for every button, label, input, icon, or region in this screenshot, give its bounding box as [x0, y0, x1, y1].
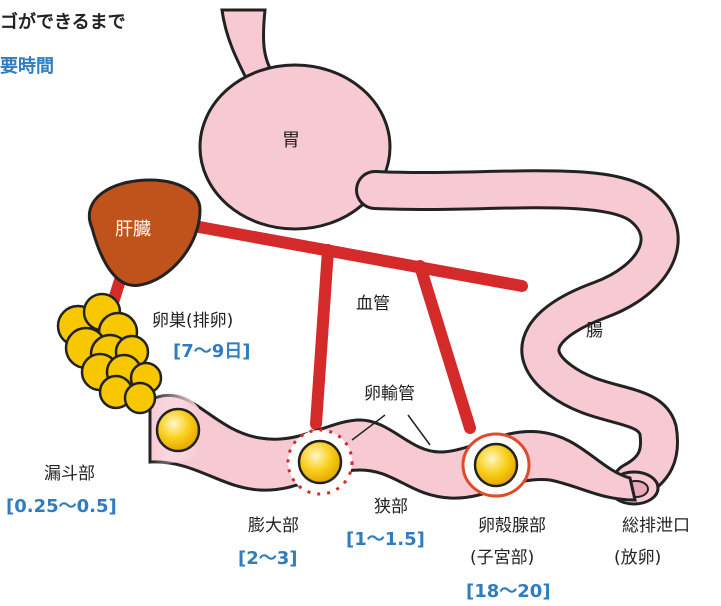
egg-magnum [299, 441, 341, 483]
ovary-time: [7〜9日] [173, 343, 251, 361]
isthmus-label: 狭部 [374, 499, 408, 516]
shell-gland-label: 卵殻腺部 [478, 518, 546, 535]
oviduct [150, 395, 635, 500]
magnum-label: 膨大部 [248, 518, 299, 535]
magnum-time: [2〜3] [238, 550, 298, 568]
infundibulum-time: [0.25〜0.5] [6, 498, 117, 516]
stomach-label: 胃 [282, 132, 300, 150]
egg-shell-gland [475, 444, 517, 486]
isthmus-time: [1〜1.5] [346, 531, 425, 549]
ovary [58, 294, 161, 413]
cloaca-label: 総排泄口 [622, 518, 690, 535]
shell-gland-time: [18〜20] [466, 583, 551, 601]
blood-vessel-label: 血管 [356, 296, 390, 313]
egg-infundibulum [157, 409, 199, 451]
page-title: ゴができるまで [0, 8, 126, 34]
shell-gland-sublabel: (子宮部) [470, 550, 534, 567]
ovary-label: 卵巣(排卵) [152, 313, 233, 330]
oviduct-label: 卵輸管 [364, 386, 415, 403]
liver-label: 肝臓 [115, 221, 151, 239]
infundibulum-label: 漏斗部 [44, 466, 95, 483]
page-subtitle: 要時間 [0, 52, 54, 78]
cloaca-sublabel: (放卵) [614, 550, 661, 567]
intestine-label: 腸 [586, 323, 603, 340]
